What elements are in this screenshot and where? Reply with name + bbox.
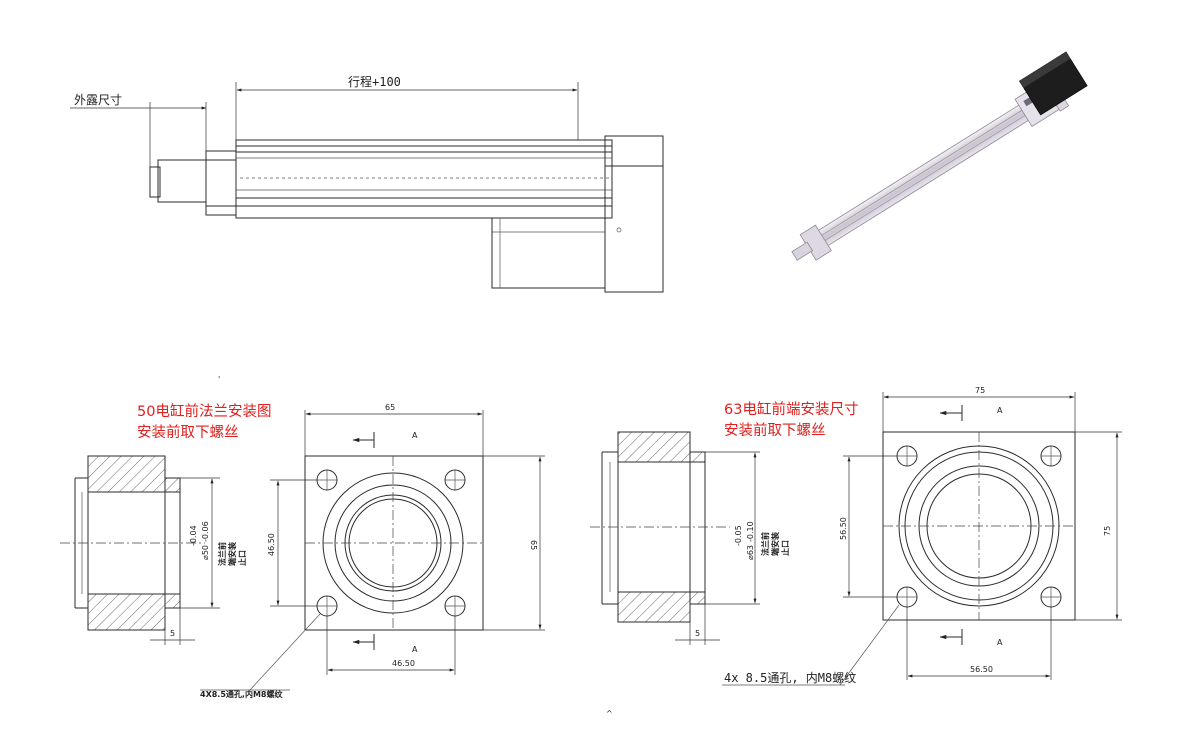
flange63-holes-note: 4x 8.5通孔, 内M8螺纹 bbox=[724, 671, 856, 685]
flange50-section-view: 5 ⌀50 -0.04 -0.06 法兰前 端安装 止口 bbox=[60, 455, 247, 645]
stroke-dimension-label: 行程+100 bbox=[348, 74, 401, 89]
flange63-title: 63电缸前端安装尺寸 bbox=[724, 400, 858, 418]
flange50-bore-dia: ⌀50 bbox=[201, 545, 210, 560]
flange50-hole-vertical: 46.50 bbox=[267, 533, 276, 556]
flange50-title: 50电缸前法兰安装图 bbox=[137, 402, 271, 420]
flange63-hole-vertical: 56.50 bbox=[839, 517, 848, 540]
flange63-section-top: A bbox=[997, 406, 1003, 415]
flange50-bolt-holes bbox=[316, 469, 466, 617]
actuator-side-view: 外露尺寸 行程+100 bbox=[70, 74, 664, 293]
flange50-bore-note-l1: 法兰前 bbox=[217, 542, 227, 566]
exposed-dimension-label: 外露尺寸 bbox=[74, 93, 122, 107]
flange63-bore-note-l2: 端安装 bbox=[770, 532, 780, 556]
flange50-bore-note-l3: 止口 bbox=[237, 550, 247, 566]
flange63-bore-tol-upper: -0.05 bbox=[734, 525, 743, 546]
flange50-bore-tol-lower: -0.06 bbox=[201, 521, 210, 542]
flange50-hole-horizontal: 46.50 bbox=[392, 659, 415, 668]
flange63-bore-tol-lower: -0.10 bbox=[746, 521, 755, 542]
flange50-width-top: 65 bbox=[385, 403, 395, 412]
flange63-bore-note-l1: 法兰前 bbox=[760, 532, 770, 556]
flange50-section-bottom: A bbox=[412, 645, 418, 654]
flange63-width-top: 75 bbox=[975, 386, 985, 395]
flange63-section-bottom: A bbox=[997, 638, 1003, 647]
flange63-subtitle: 安装前取下螺丝 bbox=[724, 422, 826, 439]
flange63-front-view: A A 75 75 56.50 56.50 4x 8.5通孔, 内M8螺纹 bbox=[722, 386, 1122, 686]
actuator-3d-render bbox=[791, 51, 1088, 261]
flange50-section-top: A bbox=[412, 431, 418, 440]
flange63-bore-dia: ⌀63 bbox=[746, 545, 755, 560]
flange63-hole-horizontal: 56.50 bbox=[970, 665, 993, 674]
flange63-depth: 5 bbox=[695, 629, 700, 638]
flange50-bore-tol-upper: -0.04 bbox=[189, 525, 198, 546]
flange50-bore-note-l2: 端安装 bbox=[227, 542, 237, 566]
flange50-depth: 5 bbox=[170, 629, 175, 638]
flange63-section-view: 5 ⌀63 -0.05 -0.10 法兰前 端安装 止口 bbox=[590, 431, 790, 645]
flange50-holes-note: 4X8.5通孔,内M8螺纹 bbox=[200, 689, 283, 699]
flange50-height-right: 65 bbox=[529, 540, 538, 550]
stray-mark-top: ' bbox=[218, 375, 220, 384]
flange63-height-right: 75 bbox=[1103, 526, 1112, 536]
flange50-subtitle: 安装前取下螺丝 bbox=[137, 424, 239, 441]
flange50-front-view: A A 65 65 46.50 46.50 4X8.5通孔,内M8螺纹 bbox=[200, 403, 545, 699]
stray-mark-bottom: ^ bbox=[606, 709, 613, 718]
flange63-bore-note-l3: 止口 bbox=[780, 540, 790, 556]
